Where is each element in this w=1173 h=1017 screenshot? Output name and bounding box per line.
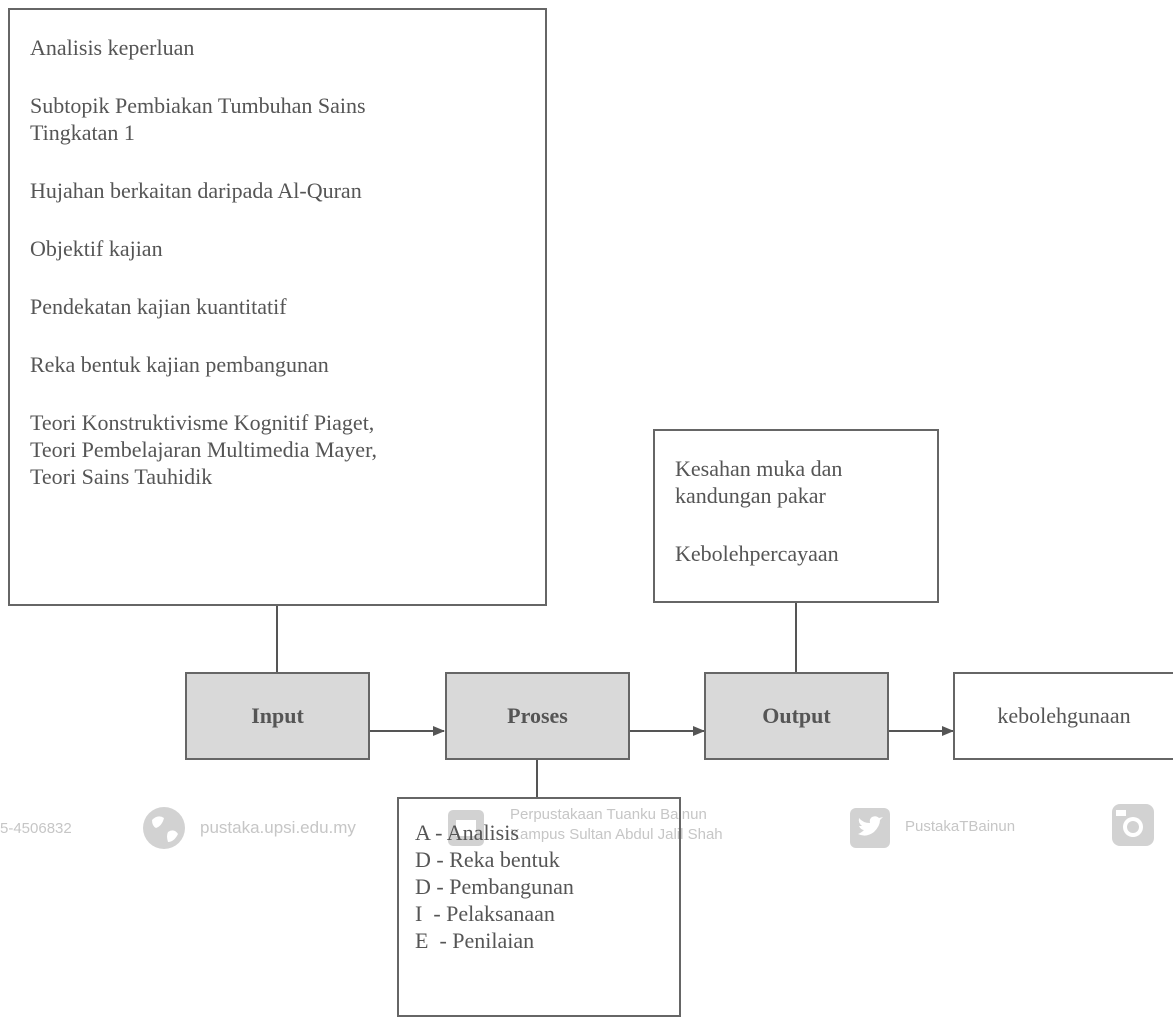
process-line: E - Penilaian	[415, 928, 535, 953]
instagram-icon	[1108, 800, 1158, 854]
input-line: Teori Pembelajaran Multimedia Mayer,	[30, 437, 378, 462]
twitter-icon	[848, 806, 892, 854]
watermark-site: pustaka.upsi.edu.my	[200, 818, 356, 837]
input-line: Reka bentuk kajian pembangunan	[30, 352, 329, 377]
output-line: Kebolehpercayaan	[675, 541, 839, 566]
input-line: Tingkatan 1	[30, 120, 135, 145]
watermark-twitter: PustakaTBainun	[905, 818, 1016, 835]
output-line: kandungan pakar	[675, 483, 826, 508]
process-line: D - Reka bentuk	[415, 847, 560, 872]
input-line: Teori Konstruktivisme Kognitif Piaget,	[30, 410, 375, 435]
process-line: I - Pelaksanaan	[415, 901, 555, 926]
watermark-library-line2: Kampus Sultan Abdul Jalil Shah	[510, 826, 723, 843]
input-line: Pendekatan kajian kuantitatif	[30, 294, 287, 319]
process-line: A - Analisis	[415, 820, 519, 845]
output-line: Kesahan muka dan	[675, 456, 843, 481]
output-node: Output	[704, 672, 889, 760]
process-line: D - Pembangunan	[415, 874, 574, 899]
watermark-library-line1: Perpustakaan Tuanku Bainun	[510, 806, 707, 823]
globe-icon	[140, 804, 188, 856]
input-line: Teori Sains Tauhidik	[30, 464, 213, 489]
output-description-box: Kesahan muka dan kandungan pakar Keboleh…	[653, 429, 939, 603]
watermark-phone: 5-4506832	[0, 820, 72, 837]
library-icon	[446, 808, 486, 852]
input-line: Analisis keperluan	[30, 35, 195, 60]
input-line: Objektif kajian	[30, 236, 163, 261]
input-node: Input	[185, 672, 370, 760]
input-line: Hujahan berkaitan daripada Al-Quran	[30, 178, 362, 203]
proses-node: Proses	[445, 672, 630, 760]
result-node: kebolehgunaan	[953, 672, 1173, 760]
input-line: Subtopik Pembiakan Tumbuhan Sains	[30, 93, 366, 118]
input-description-box: Analisis keperluan Subtopik Pembiakan Tu…	[8, 8, 547, 606]
process-description-box: A - Analisis D - Reka bentuk D - Pembang…	[397, 797, 681, 1017]
